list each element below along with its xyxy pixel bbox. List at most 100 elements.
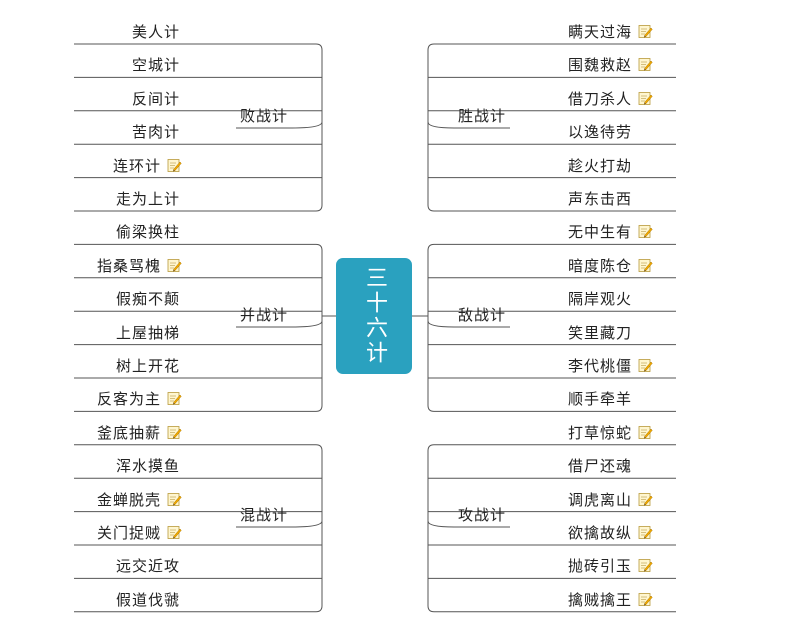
leaf-topic[interactable]: 隔岸观火 <box>568 289 632 309</box>
note-icon[interactable] <box>638 91 653 106</box>
note-icon[interactable] <box>638 224 653 239</box>
leaf-label: 笑里藏刀 <box>568 323 633 342</box>
leaf-topic[interactable]: 借尸还魂 <box>568 456 632 476</box>
connector-line <box>427 243 538 412</box>
leaf-topic[interactable]: 空城计 <box>132 55 180 75</box>
note-icon[interactable] <box>167 158 182 173</box>
leaf-topic[interactable]: 走为上计 <box>116 189 180 209</box>
note-icon[interactable] <box>638 525 653 540</box>
leaf-topic[interactable]: 暗度陈仓 <box>568 256 653 276</box>
leaf-topic[interactable]: 金蝉脱壳 <box>97 490 182 510</box>
leaf-topic[interactable]: 上屋抽梯 <box>116 323 180 343</box>
leaf-topic[interactable]: 假道伐虢 <box>116 590 180 610</box>
leaf-label: 暗度陈仓 <box>568 256 633 275</box>
leaf-topic[interactable]: 反客为主 <box>97 389 182 409</box>
leaf-topic[interactable]: 打草惊蛇 <box>568 423 653 443</box>
leaf-label: 趁火打劫 <box>568 156 633 175</box>
connector-line <box>427 520 510 528</box>
leaf-topic[interactable]: 擒贼擒王 <box>568 590 653 610</box>
leaf-label: 抛砖引玉 <box>568 557 633 576</box>
leaf-topic[interactable]: 无中生有 <box>568 222 653 242</box>
branch-r2[interactable]: 敌战计 <box>457 306 507 324</box>
leaf-topic[interactable]: 苦肉计 <box>132 122 180 142</box>
note-icon[interactable] <box>638 24 653 39</box>
leaf-topic[interactable]: 调虎离山 <box>568 490 653 510</box>
leaf-topic[interactable]: 连环计 <box>113 156 182 176</box>
branch-l1[interactable]: 败战计 <box>239 107 289 125</box>
leaf-label: 假道伐虢 <box>115 590 180 609</box>
leaf-topic[interactable]: 声东击西 <box>568 189 632 209</box>
leaf-label: 瞒天过海 <box>568 23 633 41</box>
branch-l3[interactable]: 混战计 <box>239 506 289 524</box>
leaf-label: 釜底抽薪 <box>96 423 161 442</box>
leaf-label: 关门捉贼 <box>96 524 161 542</box>
leaf-label: 顺手牵羊 <box>568 390 633 409</box>
leaf-label: 走为上计 <box>115 190 180 208</box>
leaf-topic[interactable]: 偷梁换柱 <box>116 222 180 242</box>
note-icon[interactable] <box>638 425 653 440</box>
branch-r3[interactable]: 攻战计 <box>457 506 507 524</box>
connector-line <box>427 43 538 212</box>
central-topic-label: 三十六计 <box>362 266 387 366</box>
note-icon[interactable] <box>167 391 182 406</box>
leaf-label: 无中生有 <box>568 223 633 242</box>
branch-l2[interactable]: 并战计 <box>239 306 289 324</box>
connector-line <box>427 320 510 328</box>
note-icon[interactable] <box>167 492 182 507</box>
leaf-topic[interactable]: 顺手牵羊 <box>568 389 632 409</box>
branch-r1[interactable]: 胜战计 <box>457 107 507 125</box>
connector-line <box>427 444 538 613</box>
connector-line <box>212 444 323 613</box>
leaf-label: 擒贼擒王 <box>568 590 633 609</box>
leaf-topic[interactable]: 树上开花 <box>116 356 180 376</box>
leaf-topic[interactable]: 趁火打劫 <box>568 156 632 176</box>
leaf-topic[interactable]: 指桑骂槐 <box>97 256 182 276</box>
leaf-label: 反间计 <box>131 89 180 108</box>
leaf-label: 偷梁换柱 <box>115 223 180 242</box>
note-icon[interactable] <box>638 258 653 273</box>
leaf-topic[interactable]: 瞒天过海 <box>568 22 653 42</box>
leaf-label: 围魏救赵 <box>568 56 633 75</box>
central-topic[interactable]: 三十六计 <box>336 258 412 374</box>
leaf-label: 远交近攻 <box>115 557 180 576</box>
note-icon[interactable] <box>638 558 653 573</box>
note-icon[interactable] <box>638 592 653 607</box>
leaf-topic[interactable]: 以逸待劳 <box>568 122 632 142</box>
connector-line <box>236 320 323 328</box>
leaf-label: 反客为主 <box>96 390 161 409</box>
leaf-topic[interactable]: 假痴不颠 <box>116 289 180 309</box>
note-icon[interactable] <box>638 492 653 507</box>
leaf-topic[interactable]: 关门捉贼 <box>97 523 182 543</box>
leaf-label: 以逸待劳 <box>568 123 633 142</box>
leaf-label: 连环计 <box>112 156 161 175</box>
leaf-topic[interactable]: 欲擒故纵 <box>568 523 653 543</box>
connector-line <box>236 520 323 528</box>
connector-line <box>427 121 510 129</box>
leaf-topic[interactable]: 反间计 <box>132 89 180 109</box>
leaf-label: 隔岸观火 <box>568 290 633 309</box>
leaf-topic[interactable]: 美人计 <box>132 22 180 42</box>
note-icon[interactable] <box>638 358 653 373</box>
leaf-label: 调虎离山 <box>568 490 633 509</box>
leaf-topic[interactable]: 浑水摸鱼 <box>116 456 180 476</box>
leaf-label: 空城计 <box>131 56 180 75</box>
note-icon[interactable] <box>167 525 182 540</box>
leaf-topic[interactable]: 围魏救赵 <box>568 55 653 75</box>
leaf-label: 浑水摸鱼 <box>115 457 180 476</box>
leaf-label: 借尸还魂 <box>568 457 633 476</box>
leaf-topic[interactable]: 笑里藏刀 <box>568 323 632 343</box>
note-icon[interactable] <box>167 258 182 273</box>
leaf-topic[interactable]: 抛砖引玉 <box>568 556 653 576</box>
leaf-topic[interactable]: 远交近攻 <box>116 556 180 576</box>
note-icon[interactable] <box>167 425 182 440</box>
leaf-topic[interactable]: 釜底抽薪 <box>97 423 182 443</box>
leaf-label: 上屋抽梯 <box>115 323 180 342</box>
leaf-topic[interactable]: 李代桃僵 <box>568 356 653 376</box>
leaf-label: 李代桃僵 <box>568 357 633 375</box>
leaf-label: 美人计 <box>131 23 180 41</box>
leaf-topic[interactable]: 借刀杀人 <box>568 89 653 109</box>
note-icon[interactable] <box>638 57 653 72</box>
leaf-label: 苦肉计 <box>131 123 180 142</box>
